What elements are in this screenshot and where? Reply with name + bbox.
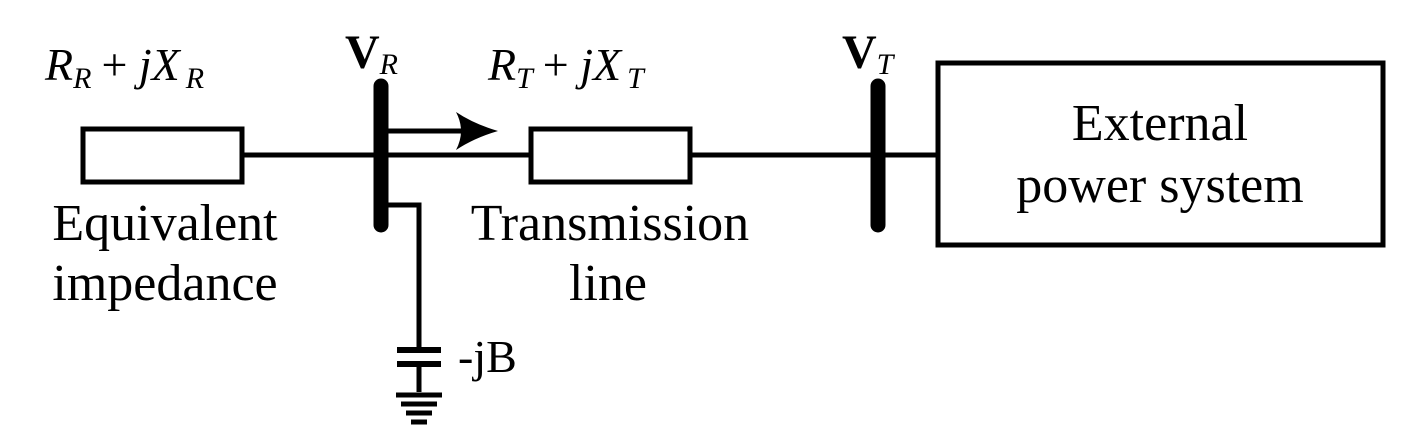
external-power-system-label-line2: power system [1016,157,1303,214]
external-power-system-label-line1: External [1072,95,1248,152]
shunt-susceptance-label: -jB [458,331,517,382]
bus-r-label: VR [345,26,398,81]
power-flow-arrowhead [456,112,498,150]
equivalent-impedance-label-line1: Equivalent [52,195,278,252]
equivalent-impedance-resistor [80,126,245,185]
ground-icon [396,392,442,425]
external-power-system-box [935,60,1386,248]
transmission-line-label-line1: Transmission [471,195,749,252]
transmission-line-resistor [528,126,693,185]
bus-t-label: VT [842,26,896,81]
transmission-line-label-line2: line [569,255,647,312]
shunt-wire [381,202,422,348]
equivalent-impedance-label-line2: impedance [52,255,277,312]
